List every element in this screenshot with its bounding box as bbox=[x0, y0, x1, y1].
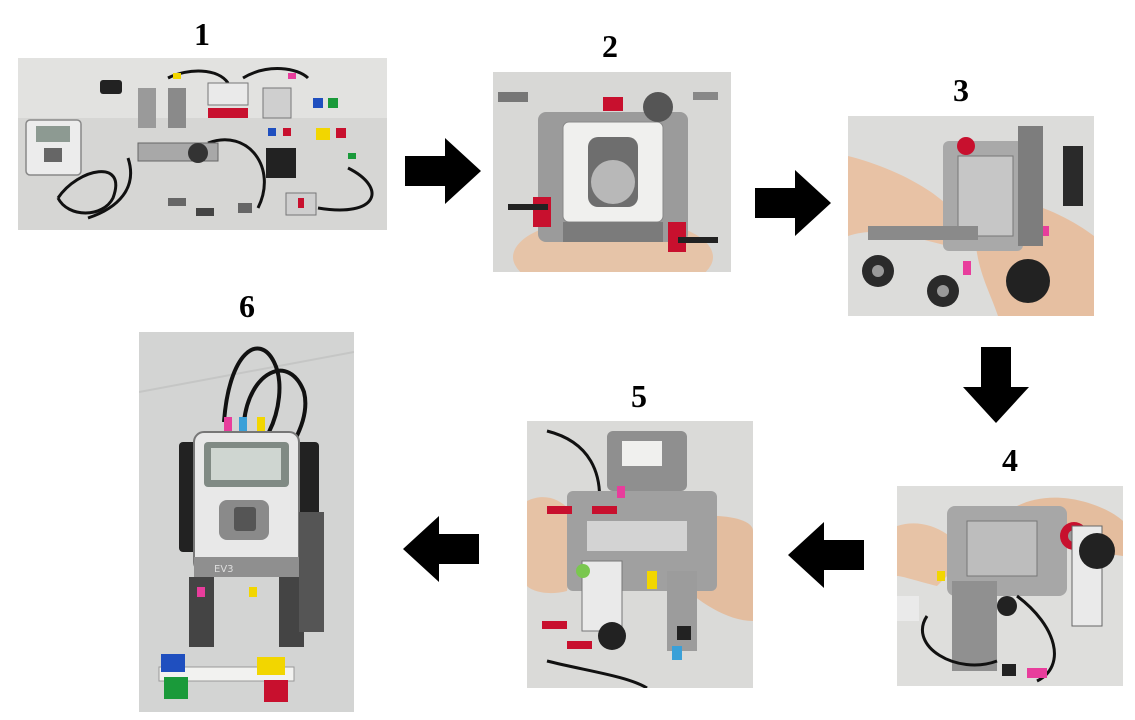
step-2-photo bbox=[493, 72, 731, 272]
step-6-label: 6 bbox=[239, 288, 255, 324]
arrow-right-icon bbox=[405, 138, 481, 204]
step-1-label: 1 bbox=[194, 16, 210, 52]
arrow-right-icon bbox=[755, 170, 831, 236]
assembly-step-icon bbox=[848, 116, 1094, 316]
assembly-step-icon bbox=[527, 421, 753, 688]
arrow-left-icon bbox=[403, 516, 479, 582]
step-5-photo bbox=[527, 421, 753, 688]
lego-parts-icon bbox=[18, 58, 387, 230]
step-5-label: 5 bbox=[631, 378, 647, 414]
arrow-left-icon bbox=[788, 522, 864, 588]
finished-robot-icon: EV3 bbox=[139, 332, 354, 712]
step-2-label: 2 bbox=[602, 28, 618, 64]
arrow-down-icon bbox=[963, 347, 1029, 423]
step-4-label: 4 bbox=[1002, 442, 1018, 478]
assembly-step-icon bbox=[493, 72, 731, 272]
step-4-photo bbox=[897, 486, 1123, 686]
step-3-label: 3 bbox=[953, 72, 969, 108]
svg-text:EV3: EV3 bbox=[214, 564, 234, 575]
assembly-step-icon bbox=[897, 486, 1123, 686]
step-1-photo bbox=[18, 58, 387, 230]
step-6-photo: EV3 bbox=[139, 332, 354, 712]
step-3-photo bbox=[848, 116, 1094, 316]
